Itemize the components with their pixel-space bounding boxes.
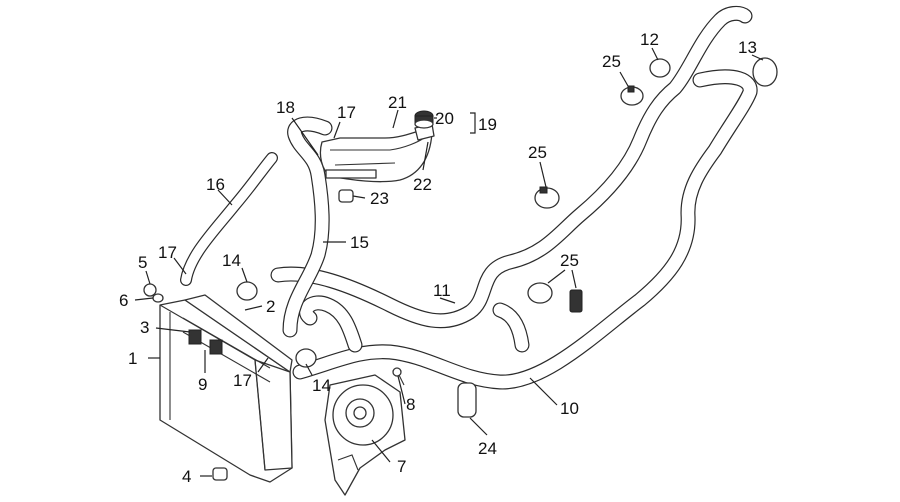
hose-16 [180, 152, 278, 286]
clamp-25-lower [527, 282, 583, 313]
part-numbers: 1 2 3 4 5 6 7 8 9 10 11 12 13 14 14 15 1… [119, 30, 757, 486]
hose-lower-connector [299, 295, 530, 353]
label-17-lower: 17 [233, 371, 252, 390]
label-11: 11 [433, 281, 451, 300]
label-14-top: 14 [222, 251, 241, 270]
clamp-14-top [236, 281, 258, 301]
label-9: 9 [198, 375, 207, 394]
clamp-14-bottom [295, 348, 317, 368]
label-23: 23 [370, 189, 389, 208]
radiator-foot [212, 467, 228, 481]
label-17-left: 17 [158, 243, 177, 262]
hose-11 [270, 5, 753, 329]
label-10: 10 [560, 399, 579, 418]
label-24: 24 [478, 439, 497, 458]
label-3: 3 [140, 318, 149, 337]
label-6: 6 [119, 291, 128, 310]
label-20: 20 [435, 109, 454, 128]
label-2: 2 [266, 297, 275, 316]
label-14-bottom: 14 [312, 376, 331, 395]
clamp-13 [752, 57, 778, 87]
label-17-top: 17 [337, 103, 356, 122]
bolt-8 [392, 367, 405, 386]
label-16: 16 [206, 175, 225, 194]
label-1: 1 [128, 349, 137, 368]
hose-15 [282, 116, 333, 338]
clamp-25-mid [534, 186, 560, 209]
label-25-top: 25 [602, 52, 621, 71]
radiator [159, 294, 293, 483]
label-22: 22 [413, 175, 432, 194]
label-15: 15 [350, 233, 369, 252]
cooling-fan [324, 374, 406, 496]
leader-lines [134, 47, 764, 477]
label-12: 12 [640, 30, 659, 49]
label-25-lower: 25 [560, 251, 579, 270]
label-13: 13 [738, 38, 757, 57]
expansion-tank [319, 123, 435, 183]
clamp-12 [649, 58, 671, 78]
label-19: 19 [478, 115, 497, 134]
label-25-mid: 25 [528, 143, 547, 162]
label-18: 18 [276, 98, 295, 117]
label-8: 8 [406, 395, 415, 414]
hose-10 [292, 69, 758, 390]
clamp-24 [457, 382, 477, 418]
label-21: 21 [388, 93, 407, 112]
label-5: 5 [138, 253, 147, 272]
clamp-25-top [620, 85, 644, 106]
tank-cap [414, 110, 434, 129]
drain-plug [143, 283, 164, 303]
label-4: 4 [182, 467, 191, 486]
bumper-23 [338, 189, 354, 203]
label-7: 7 [397, 457, 406, 476]
